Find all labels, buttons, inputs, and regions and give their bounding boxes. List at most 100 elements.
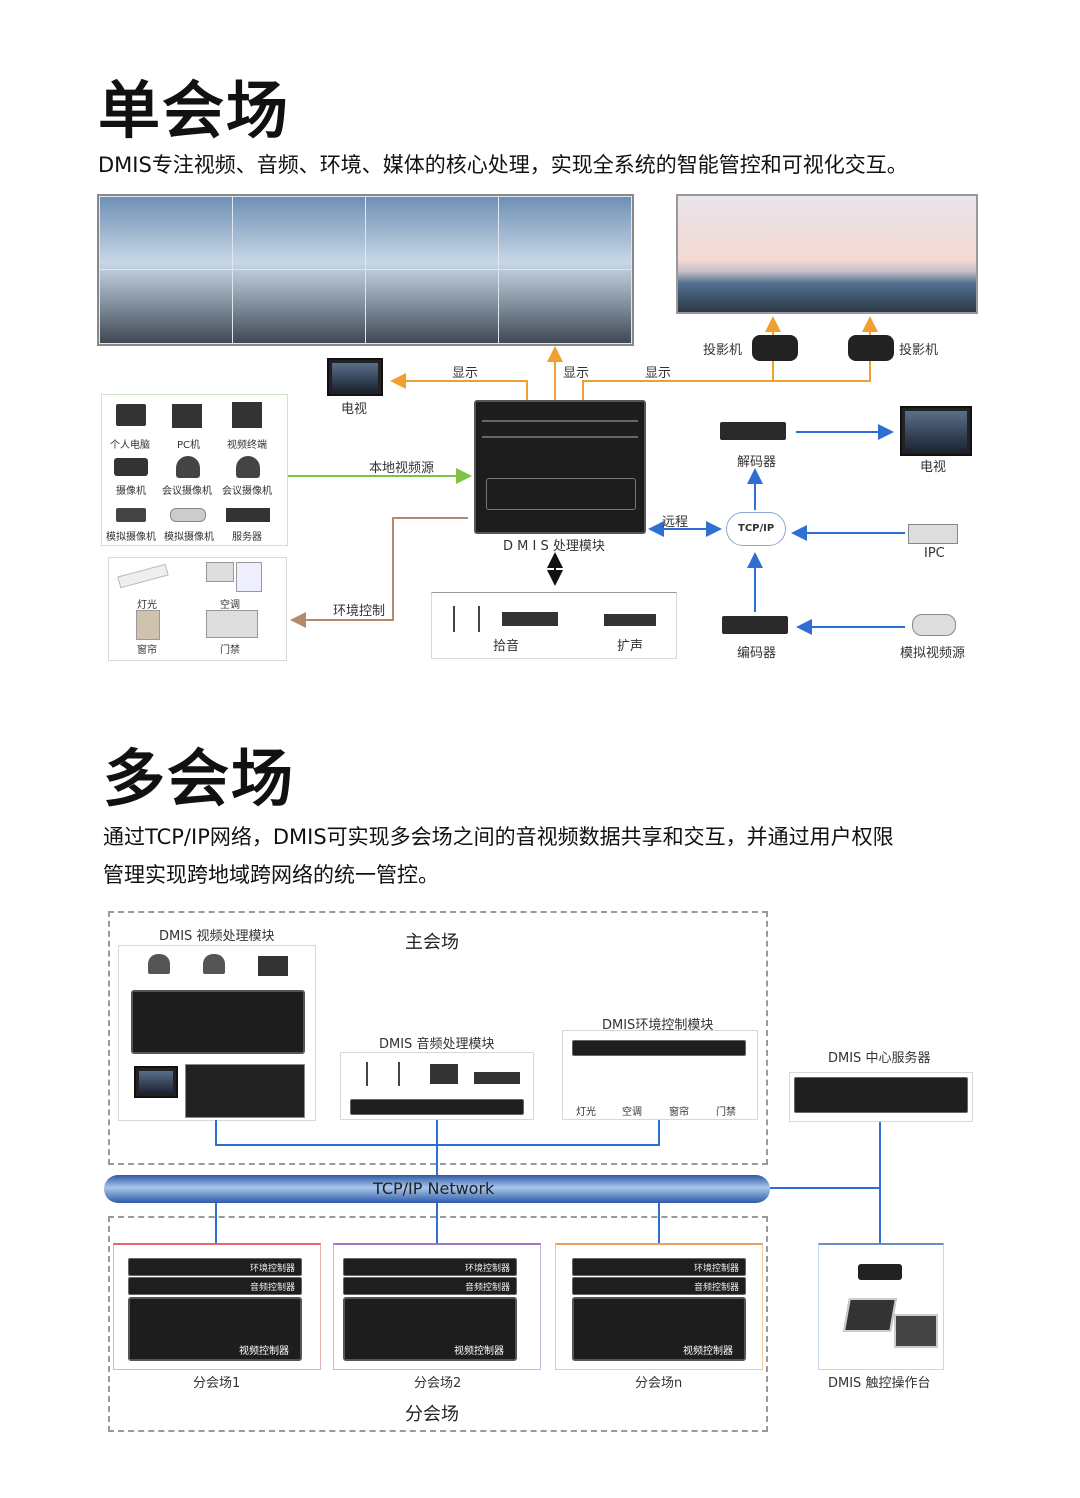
label-projector-left: 投影机 — [703, 343, 743, 358]
label-decoder: 解码器 — [737, 455, 777, 470]
dmis-processor — [474, 400, 646, 534]
label-tv-right: 电视 — [920, 460, 947, 475]
analog-camera-icon-2 — [170, 508, 206, 522]
label-encoder: 编码器 — [737, 646, 777, 661]
source-label-8: 模拟摄像机 — [164, 532, 214, 543]
branch1-box — [113, 1243, 321, 1370]
source-label-4: 摄像机 — [116, 486, 146, 497]
ptz-camera-icon-2 — [203, 954, 225, 974]
label-center-server: DMIS 中心服务器 — [828, 1051, 931, 1066]
label-processor: D M I S 处理模块 — [503, 539, 605, 554]
decoder-icon — [720, 422, 786, 440]
branch2-env-unit: 环境控制器 — [343, 1258, 517, 1276]
label-display-2: 显示 — [563, 366, 590, 381]
video-terminal-icon — [232, 402, 262, 428]
touch-console-box — [818, 1243, 944, 1370]
branchn-env-unit: 环境控制器 — [572, 1258, 746, 1276]
branchn-label: 分会场n — [635, 1376, 683, 1391]
analog-camera-icon — [116, 508, 146, 522]
audio-processor-icon — [502, 612, 558, 626]
label-analog-source: 模拟视频源 — [900, 646, 966, 661]
label-projector-right: 投影机 — [899, 343, 939, 358]
label-audio-module: DMIS 音频处理模块 — [379, 1037, 495, 1052]
source-label-9: 服务器 — [232, 532, 262, 543]
laptop-icon — [116, 404, 146, 426]
tv-top-icon — [327, 358, 383, 396]
multi-env-ac: 空调 — [622, 1107, 642, 1118]
conference-camera-icon — [176, 456, 200, 478]
source-label-2: PC机 — [177, 440, 201, 451]
laptop-icon-3 — [430, 1064, 458, 1084]
label-env-control: 环境控制 — [333, 604, 386, 619]
pc-icon — [172, 404, 202, 428]
microphone-icon — [453, 606, 465, 632]
branch1-audio-unit: 音频控制器 — [128, 1277, 302, 1295]
branch1-label: 分会场1 — [193, 1376, 241, 1391]
env-label-ac: 空调 — [220, 600, 240, 611]
env-label-light: 灯光 — [137, 600, 157, 611]
ac-icon — [206, 562, 234, 582]
branch2-audio-unit: 音频控制器 — [343, 1277, 517, 1295]
source-label-1: 个人电脑 — [110, 440, 150, 451]
main-venue-label: 主会场 — [405, 932, 459, 953]
tablet-icon — [894, 1314, 938, 1348]
label-local-video: 本地视频源 — [369, 461, 435, 476]
conference-camera-icon-2 — [236, 456, 260, 478]
tcpip-network-pipe — [104, 1175, 770, 1203]
ptz-camera-icon — [148, 954, 170, 974]
label-display-1: 显示 — [452, 366, 479, 381]
branch1-video-rack: 视频控制器 — [128, 1297, 302, 1361]
curtain-icon — [136, 610, 160, 640]
source-label-6: 会议摄像机 — [222, 486, 272, 497]
single-title: 单会场 — [98, 74, 291, 147]
audio-module-unit — [350, 1099, 524, 1115]
video-module-rack — [131, 990, 305, 1054]
analog-source-camera-icon — [912, 614, 956, 636]
router-icon — [858, 1264, 902, 1280]
label-video-module: DMIS 视频处理模块 — [159, 929, 275, 944]
center-server-unit — [794, 1077, 968, 1113]
tcpip-cloud-icon — [726, 512, 786, 546]
branch1-env-unit: 环境控制器 — [128, 1258, 302, 1276]
multi-env-light: 灯光 — [576, 1107, 596, 1118]
source-label-7: 模拟摄像机 — [106, 532, 156, 543]
label-amplify: 扩声 — [617, 639, 644, 654]
multi-description-line2: 管理实现跨地域跨网络的统一管控。 — [103, 863, 439, 887]
branch-group-label: 分会场 — [405, 1404, 459, 1425]
camera-icon — [114, 458, 148, 476]
branch2-label: 分会场2 — [414, 1376, 462, 1391]
microphone-icon-3 — [366, 1062, 376, 1086]
projection-screen — [676, 194, 978, 314]
label-ipc: IPC — [924, 546, 945, 561]
branch2-video-rack: 视频控制器 — [343, 1297, 517, 1361]
source-label-3: 视频终端 — [227, 440, 267, 451]
projector-left-icon — [752, 335, 798, 361]
label-network: TCP/IP Network — [373, 1179, 495, 1198]
access-control-icon — [206, 610, 258, 638]
env-label-access: 门禁 — [220, 645, 240, 656]
multi-title: 多会场 — [103, 742, 296, 815]
label-tcpip: TCP/IP — [738, 523, 775, 534]
tv-right-icon — [900, 406, 972, 456]
projector-right-icon — [848, 335, 894, 361]
label-remote: 远程 — [662, 515, 689, 530]
audio-device-icon — [474, 1072, 520, 1084]
ipc-camera-icon — [908, 524, 958, 544]
label-tv-top: 电视 — [341, 402, 368, 417]
label-pickup: 拾音 — [493, 639, 520, 654]
microphone-icon-2 — [478, 606, 490, 632]
tv-icon-main — [134, 1066, 178, 1098]
env-module-unit — [572, 1040, 746, 1056]
laptop-icon-2 — [258, 956, 288, 976]
branchn-audio-unit: 音频控制器 — [572, 1277, 746, 1295]
label-env-module: DMIS环境控制模块 — [602, 1018, 714, 1033]
microphone-icon-4 — [398, 1062, 408, 1086]
video-wall — [97, 194, 634, 346]
label-touch-console: DMIS 触控操作台 — [828, 1376, 931, 1391]
touch-panel-icon — [843, 1298, 897, 1332]
branchn-box — [555, 1243, 763, 1370]
server-icon — [226, 508, 270, 522]
branch2-box — [333, 1243, 541, 1370]
single-description: DMIS专注视频、音频、环境、媒体的核心处理，实现全系统的智能管控和可视化交互。 — [98, 153, 908, 177]
